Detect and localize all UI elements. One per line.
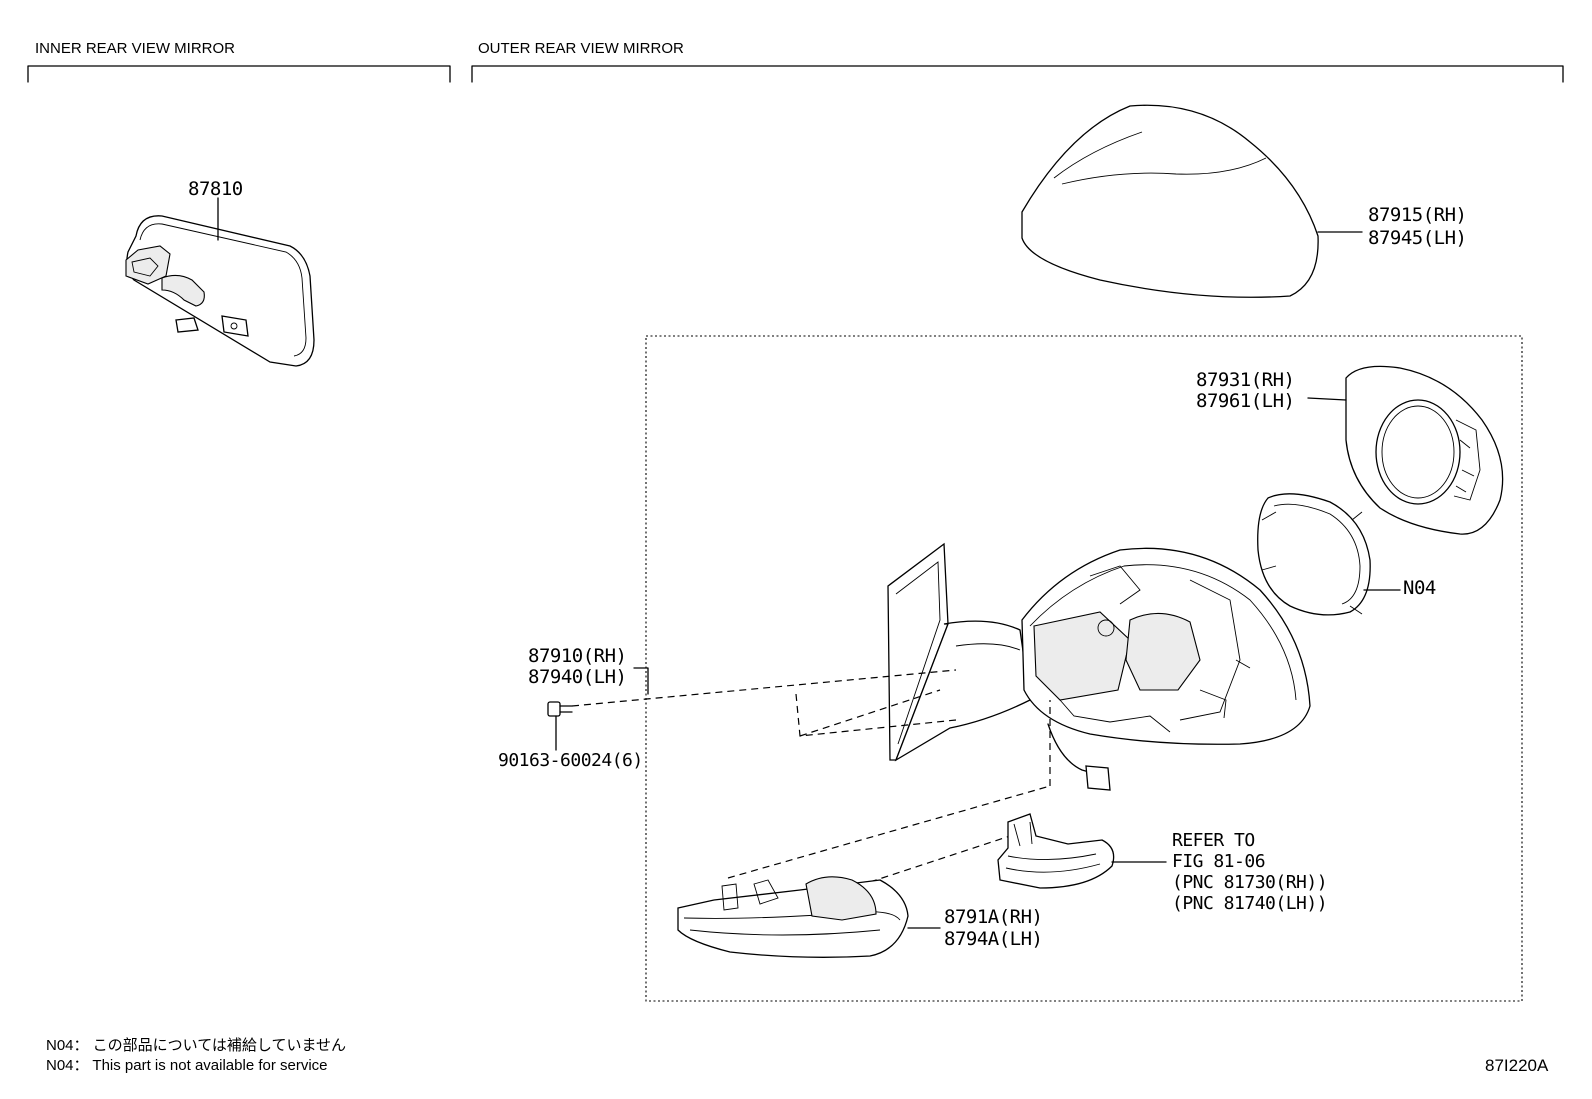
mirror-body-drawing — [887, 542, 1311, 791]
side-lamp-drawing — [997, 813, 1167, 889]
part-label-87931-rh[interactable]: 87931(RH) — [1196, 369, 1295, 391]
mirror-glass-drawing — [1257, 493, 1401, 616]
part-label-n04[interactable]: N04 — [1403, 577, 1436, 599]
turn-lamp-drawing — [677, 876, 941, 958]
inner-section-title: INNER REAR VIEW MIRROR — [35, 40, 236, 57]
note-japanese: N04： この部品については補給していません — [46, 1037, 347, 1054]
screw-drawing — [547, 701, 573, 751]
part-label-87910-rh[interactable]: 87910(RH) — [528, 645, 627, 667]
note-english: N04： This part is not available for serv… — [46, 1057, 328, 1074]
part-label-87940-lh[interactable]: 87940(LH) — [528, 666, 627, 688]
inner-mirror-drawing — [125, 197, 315, 367]
part-label-8794a-lh[interactable]: 8794A(LH) — [944, 928, 1043, 950]
mirror-cover-drawing — [1021, 104, 1363, 298]
part-label-87810[interactable]: 87810 — [188, 178, 243, 200]
part-label-87945-lh[interactable]: 87945(LH) — [1368, 227, 1467, 249]
refer-line-3: (PNC 81730(RH)) — [1172, 872, 1328, 893]
refer-line-4: (PNC 81740(LH)) — [1172, 893, 1328, 914]
part-label-90163-60024[interactable]: 90163-60024(6) — [498, 750, 643, 771]
cover-ring-drawing — [1307, 365, 1504, 535]
refer-line-1: REFER TO — [1172, 830, 1255, 851]
outer-section-bracket — [471, 65, 1564, 83]
figure-code: 87I220A — [1485, 1056, 1549, 1075]
part-label-87915-rh[interactable]: 87915(RH) — [1368, 204, 1467, 226]
outer-section-title: OUTER REAR VIEW MIRROR — [478, 40, 684, 57]
part-label-87961-lh[interactable]: 87961(LH) — [1196, 390, 1295, 412]
inner-section-bracket — [27, 65, 451, 83]
refer-line-2[interactable]: FIG 81-06 — [1172, 851, 1266, 872]
part-label-8791a-rh[interactable]: 8791A(RH) — [944, 906, 1043, 928]
